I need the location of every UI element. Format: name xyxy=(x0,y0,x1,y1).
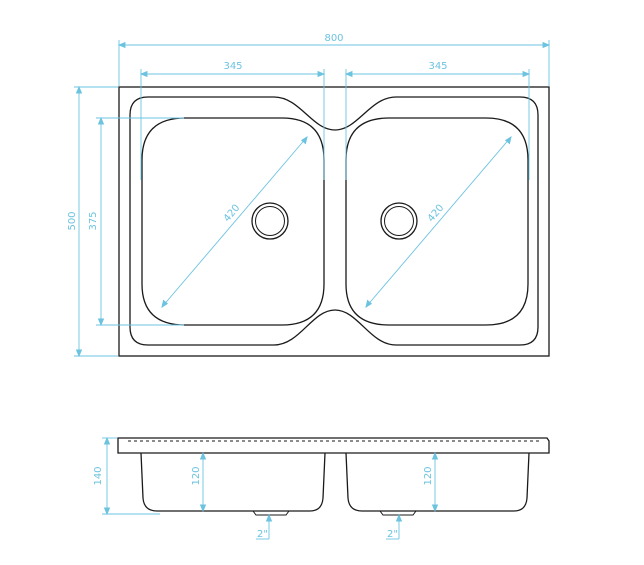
dimension-bowl-left-width: 345 xyxy=(139,61,326,180)
drain-left-label: 2" xyxy=(257,529,268,540)
dimension-drain-left: 2" xyxy=(256,513,273,540)
dimension-bowl-left-diagonal: 420 xyxy=(161,136,308,308)
bowl-left-diagonal-label: 420 xyxy=(222,203,243,225)
bowl-left-height-label: 120 xyxy=(191,466,202,485)
sink-outer-rim xyxy=(118,86,550,357)
bowl-right-diagonal-label: 420 xyxy=(426,203,447,225)
overall-depth-label: 500 xyxy=(67,211,78,230)
top-view: 800 345 345 500 xyxy=(67,33,551,358)
drain-left-outer xyxy=(251,202,289,240)
side-view: 140 120 120 2" 2" xyxy=(93,436,550,540)
drain-left-profile xyxy=(252,510,290,516)
dimension-bowl-right-diagonal: 420 xyxy=(365,136,512,308)
bowl-right-height-label: 120 xyxy=(423,466,434,485)
bowl-right-width-label: 345 xyxy=(428,61,447,72)
bowl-right-profile xyxy=(345,452,530,512)
dimension-overall-width: 800 xyxy=(117,33,551,86)
bowl-left-profile xyxy=(140,452,326,512)
dimension-bowl-left-height: 120 xyxy=(191,451,207,513)
bowl-right-top xyxy=(345,117,529,326)
overall-height-label: 140 xyxy=(93,466,104,485)
sink-inner-contour xyxy=(129,96,539,346)
dimension-bowl-right-height: 120 xyxy=(423,451,439,513)
dimension-bowl-right-width: 345 xyxy=(344,61,531,180)
dimension-overall-depth: 500 xyxy=(67,85,118,358)
drain-left-inner xyxy=(255,206,285,236)
bowl-depth-label: 375 xyxy=(88,211,99,230)
dimension-bowl-depth: 375 xyxy=(88,116,184,327)
drain-right-inner xyxy=(384,206,414,236)
bowl-left-top xyxy=(141,117,325,326)
drain-right-outer xyxy=(380,202,418,240)
bowl-left-width-label: 345 xyxy=(223,61,242,72)
sink-rim-profile xyxy=(117,437,550,454)
drain-right-label: 2" xyxy=(387,529,398,540)
dimension-drain-right: 2" xyxy=(386,513,403,540)
drain-right-profile xyxy=(379,510,417,516)
overall-width-label: 800 xyxy=(324,33,343,44)
dimension-overall-height: 140 xyxy=(93,436,160,516)
